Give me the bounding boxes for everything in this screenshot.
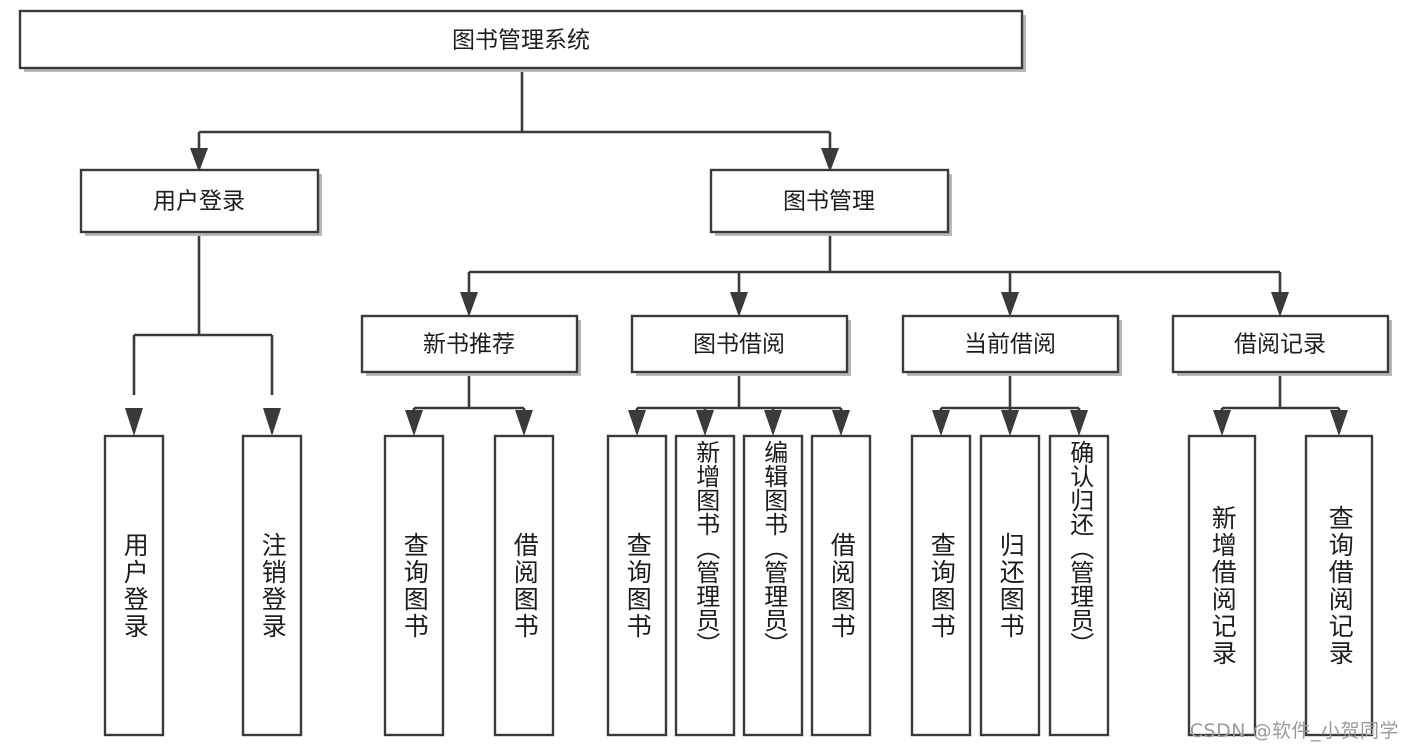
connector-bookborrow-bus (635, 376, 843, 418)
leaf-edit-book-rect[interactable] (742, 434, 804, 737)
leaf-query-record-rect[interactable] (1304, 434, 1374, 737)
node-borrow-record[interactable]: 借阅记录 (1171, 314, 1392, 376)
arrow-to-leaf-query-book-3 (932, 410, 950, 436)
leaf-logout-rect[interactable] (241, 434, 303, 737)
arrow-to-current-borrow (1001, 292, 1019, 317)
node-borrow-record-rect (1171, 314, 1390, 374)
node-current-borrow[interactable]: 当前借阅 (901, 314, 1122, 376)
arrow-to-user-login (190, 148, 208, 172)
arrow-to-leaf-confirm-return (1070, 410, 1088, 436)
leaf-confirm-return-rect[interactable] (1048, 434, 1110, 737)
arrow-to-leaf-return-book (1001, 410, 1019, 436)
node-book-borrow-label: 图书借阅 (693, 332, 785, 358)
arrow-to-leaf-add-record (1213, 410, 1231, 436)
leaf-boxes (103, 434, 1374, 737)
arrow-to-leaf-borrow-book-2 (832, 410, 850, 436)
node-current-borrow-label: 当前借阅 (964, 332, 1056, 358)
node-current-borrow-rect (901, 314, 1120, 374)
arrow-to-leaf-query-book-2 (628, 410, 646, 436)
node-new-book-rec[interactable]: 新书推荐 (360, 314, 581, 376)
watermark-text: CSDN @软件_小贺同学 (1189, 720, 1399, 742)
connector-bookmanage-bus (467, 234, 1282, 292)
arrow-to-leaf-query-book-1 (405, 410, 423, 436)
node-book-borrow-rect (630, 314, 849, 374)
arrow-to-leaf-edit-book (764, 410, 782, 436)
connector-root-bus (197, 69, 832, 150)
arrow-to-leaf-query-record (1330, 410, 1348, 436)
node-user-login[interactable]: 用户登录 (79, 168, 322, 236)
node-root-rect (18, 9, 1024, 70)
leaf-return-book-rect[interactable] (979, 434, 1041, 737)
node-book-manage-rect (709, 168, 950, 234)
node-new-book-rec-rect (360, 314, 579, 374)
node-book-borrow[interactable]: 图书借阅 (630, 314, 851, 376)
node-user-login-rect (79, 168, 320, 234)
leaf-borrow-book-2-rect[interactable] (810, 434, 872, 737)
arrow-to-borrow-record (1271, 292, 1289, 317)
leaf-query-book-2-rect[interactable] (606, 434, 668, 737)
leaf-add-book-rect[interactable] (674, 434, 736, 737)
node-borrow-record-label: 借阅记录 (1234, 332, 1326, 358)
connector-newbook-bus (412, 376, 526, 418)
arrow-to-leaf-logout (263, 408, 281, 436)
arrow-to-leaf-add-book (696, 410, 714, 436)
leaf-add-record-rect[interactable] (1187, 434, 1257, 737)
leaf-user-login-rect[interactable] (103, 434, 165, 737)
node-user-login-label: 用户登录 (153, 189, 245, 215)
node-new-book-rec-label: 新书推荐 (423, 332, 515, 358)
node-root-label: 图书管理系统 (452, 28, 590, 54)
arrow-to-new-book-rec (460, 292, 478, 317)
connector-borrowrecord-bus (1220, 376, 1341, 418)
leaf-borrow-book-1-rect[interactable] (493, 434, 555, 737)
node-book-manage[interactable]: 图书管理 (709, 168, 952, 236)
arrow-to-leaf-borrow-book-1 (515, 410, 533, 436)
connector-layer (125, 69, 1348, 436)
leaf-query-book-1-rect[interactable] (383, 434, 445, 737)
node-book-manage-label: 图书管理 (783, 189, 875, 215)
leaf-query-book-3-rect[interactable] (910, 434, 972, 737)
arrow-to-book-manage (821, 148, 839, 172)
arrow-to-book-borrow (730, 292, 748, 317)
node-root[interactable]: 图书管理系统 (18, 9, 1026, 72)
connector-userlogin-bus (132, 234, 274, 395)
arrow-to-leaf-user-login (125, 408, 143, 436)
